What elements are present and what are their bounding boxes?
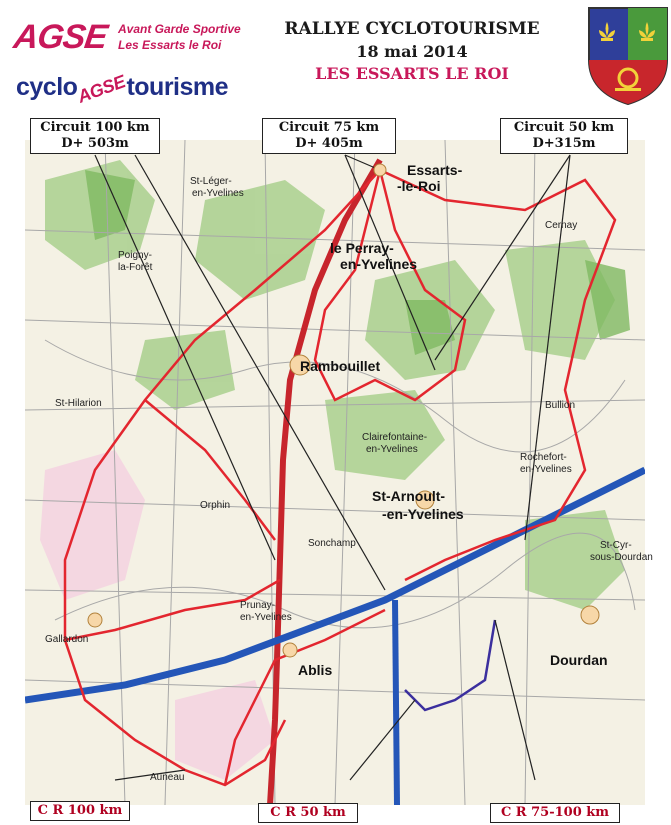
circuit-100-label: Circuit 100 km D+ 503m (30, 118, 160, 154)
place-st-arnoult: St-Arnoult- (372, 488, 446, 504)
place-st-arnoult-2: -en-Yvelines (382, 506, 464, 522)
agse-logo: AGSE (11, 18, 110, 56)
place-bullion: Bullion (545, 400, 576, 411)
event-location: LES ESSARTS LE ROI (315, 64, 509, 83)
circuit-75-elevation: D+ 405m (295, 136, 363, 151)
place-cernay: Cernay (545, 220, 578, 231)
place-st-leger: St-Léger- (190, 176, 232, 187)
place-rochefort: Rochefort- (520, 452, 567, 463)
cycling-routes (63, 168, 617, 787)
place-poigny-2: la-Forêt (118, 262, 153, 273)
coat-of-arms-icon (588, 7, 668, 106)
place-st-hilarion: St-Hilarion (55, 398, 102, 409)
place-ablis: Ablis (298, 662, 333, 678)
place-rambouillet: Rambouillet (300, 358, 381, 374)
logo-word-mid: AGSE (75, 71, 129, 107)
place-auneau: Auneau (150, 772, 185, 783)
place-prunay: Prunay- (240, 600, 276, 611)
motorway-a10 (392, 599, 400, 805)
place-le-perray-2: en-Yvelines (340, 256, 418, 272)
place-clairefontaine-2: en-Yvelines (366, 444, 418, 455)
place-rochefort-2: en-Yvelines (520, 464, 572, 475)
place-poigny: Poigny- (118, 250, 152, 261)
logo-subtitle-line1: Avant Garde Sportive (118, 22, 241, 36)
place-prunay-2: en-Yvelines (240, 612, 292, 623)
place-orphin: Orphin (200, 500, 231, 511)
logo-word-end: tourisme (126, 73, 229, 101)
logo-word-start: cyclo (16, 73, 78, 101)
circuit-50-elevation: D+315m (532, 136, 596, 151)
place-le-perray: le Perray- (330, 240, 394, 256)
place-dourdan: Dourdan (550, 652, 608, 668)
place-gallardon: Gallardon (45, 634, 89, 645)
route-map (25, 140, 645, 805)
place-st-leger-2: en-Yvelines (192, 188, 244, 199)
place-sonchamp: Sonchamp (308, 538, 356, 549)
main-road-n10 (267, 158, 383, 805)
place-clairefontaine: Clairefontaine- (362, 432, 428, 443)
circuit-50-label: Circuit 50 km D+315m (500, 118, 628, 154)
logo-subtitle-line2: Les Essarts le Roi (118, 38, 222, 52)
leader-lines (94, 154, 571, 781)
circuit-50-name: Circuit 50 km (513, 120, 615, 135)
circuit-100-elevation: D+ 503m (61, 136, 129, 151)
route-cr-100-label: C R 100 km (30, 801, 130, 821)
place-le-roi: -le-Roi (397, 178, 441, 194)
circuit-75-label: Circuit 75 km D+ 405m (262, 118, 396, 154)
purple-route (404, 619, 497, 712)
place-essarts: Essarts- (407, 162, 463, 178)
cyclotourisme-logo: cycloAGSEtourisme (16, 71, 229, 107)
place-st-cyr-2: sous-Dourdan (590, 552, 653, 563)
circuit-75-name: Circuit 75 km (278, 120, 380, 135)
circuit-100-name: Circuit 100 km (40, 120, 150, 135)
place-st-cyr: St-Cyr- (600, 540, 632, 551)
route-cr-50-label: C R 50 km (258, 803, 358, 823)
route-cr-75-100-label: C R 75-100 km (490, 803, 620, 823)
page-title: RALLYE CYCLOTOURISME (284, 19, 540, 39)
event-date: 18 mai 2014 (356, 42, 468, 61)
